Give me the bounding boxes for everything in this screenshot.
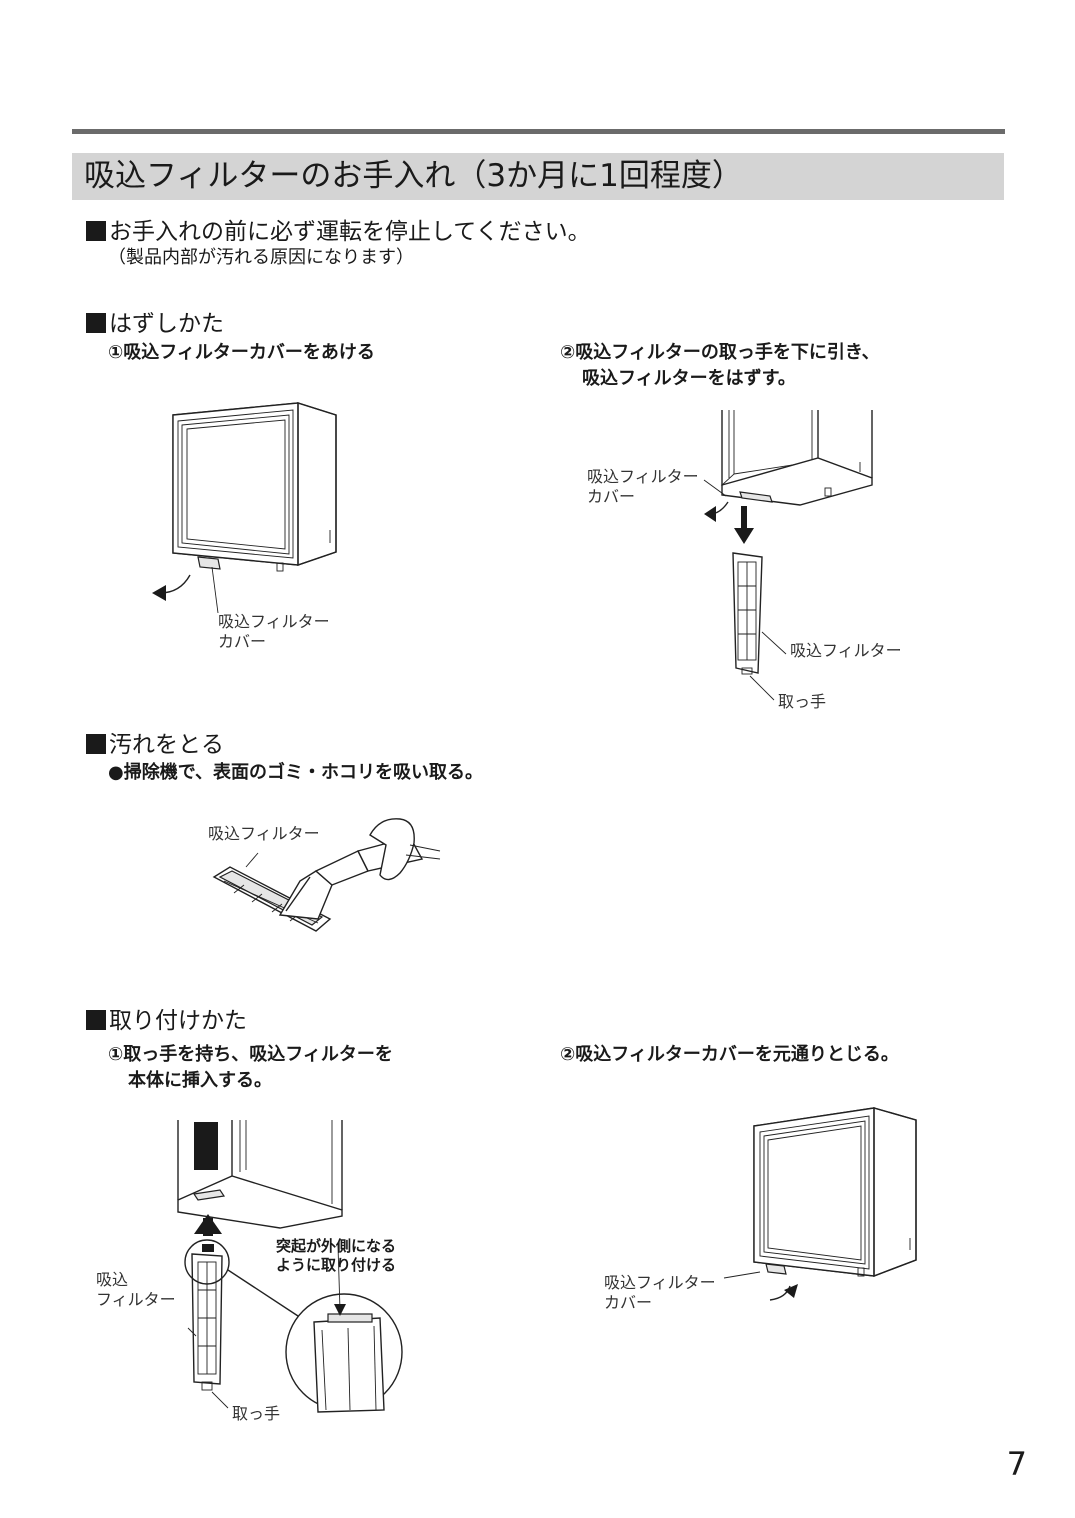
page-number: 7 xyxy=(1006,1445,1027,1483)
install-heading-text: 取り付けかた xyxy=(109,1008,247,1034)
cleaning-fig-label: 吸込フィルター xyxy=(208,824,320,843)
square-bullet-icon xyxy=(86,221,106,241)
title-bar xyxy=(72,153,1004,200)
removal-heading-text: はずしかた xyxy=(109,311,224,337)
figure-filter-removal xyxy=(703,410,873,701)
cleaning-bullet: ●掃除機で、表面のゴミ・ホコリを吸い取る。 xyxy=(108,762,483,783)
fig2-label-cover-line1: 吸込フィルター xyxy=(587,467,699,486)
notice-heading: お手入れの前に必ず運転を停止してください。 xyxy=(86,217,591,247)
install-step2: ②吸込フィルターカバーを元通りとじる。 xyxy=(560,1044,899,1065)
removal-step2-line2: 吸込フィルターをはずす。 xyxy=(582,368,796,389)
removal-step2-line1: ②吸込フィルターの取っ手を下に引き、 xyxy=(560,342,880,363)
figure-unit-close-cover xyxy=(723,1107,917,1301)
install-step1-line2: 本体に挿入する。 xyxy=(128,1070,272,1091)
install-fig1-note-line2: ように取り付ける xyxy=(276,1256,397,1274)
notice-heading-text: お手入れの前に必ず運転を停止してください。 xyxy=(109,219,591,245)
square-bullet-icon xyxy=(86,1010,106,1030)
fig1-label-cover-line1: 吸込フィルター xyxy=(218,612,330,631)
fig2-label-filter: 吸込フィルター xyxy=(790,641,902,660)
page-title: 吸込フィルターのお手入れ（3か月に1回程度） xyxy=(84,158,743,194)
cleaning-heading-text: 汚れをとる xyxy=(109,732,224,758)
fig2-label-handle: 取っ手 xyxy=(778,692,827,711)
square-bullet-icon xyxy=(86,313,106,333)
fig2-label-cover-line2: カバー xyxy=(587,487,636,506)
install-step1-line1: ①取っ手を持ち、吸込フィルターを xyxy=(108,1044,393,1065)
top-rule xyxy=(72,129,1005,134)
square-bullet-icon xyxy=(86,734,106,754)
install-fig1-handle: 取っ手 xyxy=(232,1404,281,1423)
figure-vacuum-cleaning xyxy=(212,818,441,932)
removal-heading: はずしかた xyxy=(86,309,224,339)
notice-sub: （製品内部が汚れる原因になります） xyxy=(108,247,414,268)
install-fig2-cover-line2: カバー xyxy=(604,1293,653,1312)
install-fig2-cover-line1: 吸込フィルター xyxy=(604,1273,716,1292)
install-fig1-note-line1: 突起が外側になる xyxy=(276,1237,397,1255)
install-heading: 取り付けかた xyxy=(86,1006,247,1036)
install-fig1-filter-line1: 吸込 xyxy=(96,1270,129,1289)
cleaning-heading: 汚れをとる xyxy=(86,730,224,760)
install-fig1-filter-line2: フィルター xyxy=(96,1290,176,1309)
figure-unit-open-cover xyxy=(152,402,337,614)
figure-filter-insertion xyxy=(177,1120,403,1413)
removal-step1: ①吸込フィルターカバーをあける xyxy=(108,342,375,363)
fig1-label-cover-line2: カバー xyxy=(218,632,267,651)
